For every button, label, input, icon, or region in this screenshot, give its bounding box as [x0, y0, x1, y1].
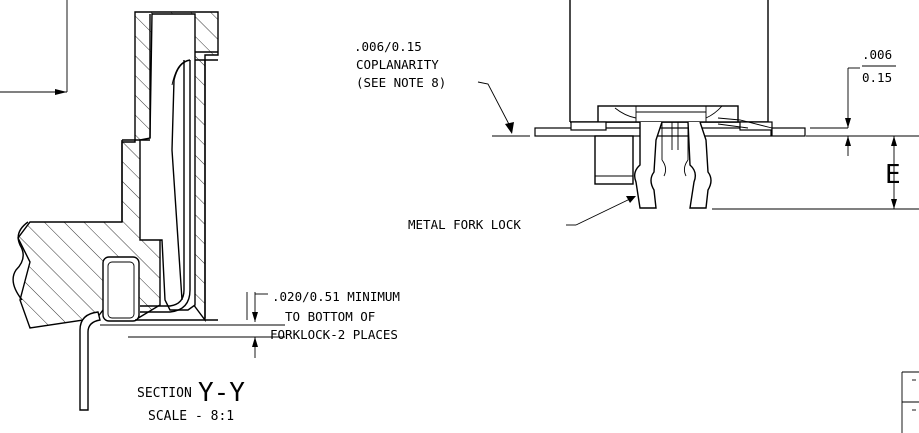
- fork-lock-label: METAL FORK LOCK: [408, 217, 521, 232]
- connector-base: [534, 105, 806, 185]
- min-dim-line1: .020/0.51 MINIMUM: [272, 289, 400, 304]
- section-title-prefix: SECTION: [137, 386, 192, 401]
- housing-section: [12, 11, 219, 329]
- section-y-y-view: .020/0.51 MINIMUM TO BOTTOM OF FORKLOCK-…: [0, 0, 400, 424]
- section-title-mark: Y-Y: [198, 378, 245, 408]
- coplanarity-line3: (SEE NOTE 8): [356, 75, 446, 90]
- dimension-e: [712, 65, 919, 210]
- tol-inch: .006: [862, 47, 892, 62]
- title-block-corner: [901, 371, 919, 433]
- min-dim-line2: TO BOTTOM OF: [285, 309, 375, 324]
- fork-lock-leader: [566, 196, 636, 226]
- coplanarity-line2: COPLANARITY: [356, 57, 439, 72]
- dim-letter-e: E: [885, 160, 901, 190]
- connector-body: [569, 0, 769, 123]
- tol-mm: 0.15: [862, 70, 892, 85]
- spring-contact: [140, 59, 191, 313]
- min-dim-line3: FORKLOCK-2 PLACES: [270, 327, 398, 342]
- section-scale: SCALE - 8:1: [148, 409, 234, 424]
- coplanarity-line1: .006/0.15: [354, 39, 422, 54]
- pin-post: [79, 256, 140, 411]
- board-lines: [100, 292, 285, 358]
- side-view: .006/0.15 COPLANARITY (SEE NOTE 8) METAL…: [354, 0, 919, 433]
- top-left-leader: [0, 0, 68, 95]
- coplanarity-leader: [477, 81, 530, 137]
- break-line-left: [12, 221, 29, 301]
- fork-lock: [633, 121, 712, 209]
